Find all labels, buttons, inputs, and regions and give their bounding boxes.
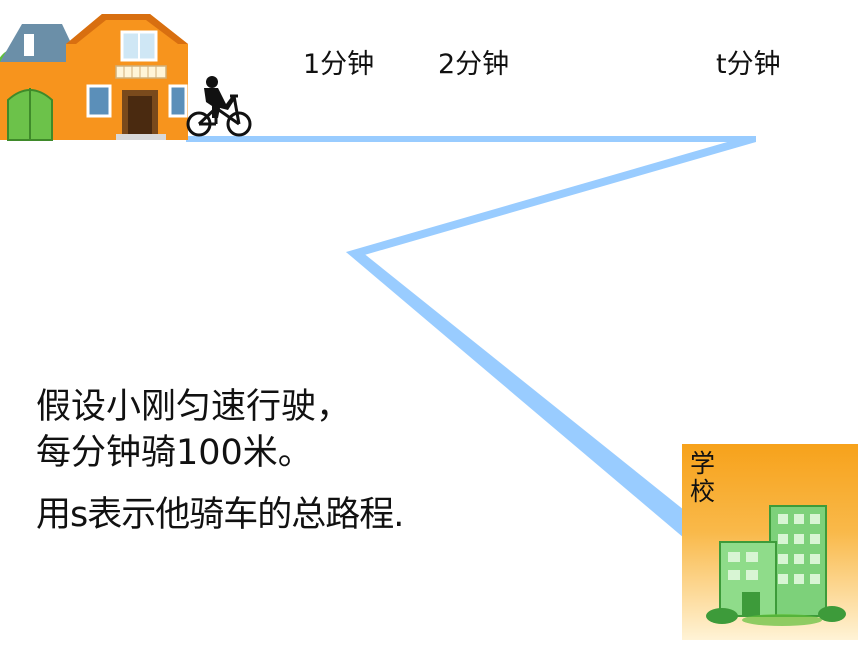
- time-label-t-min: t分钟: [716, 49, 781, 80]
- school-label-line2: 校: [690, 477, 716, 506]
- cyclist-icon: [186, 76, 252, 137]
- road-top-segment: [186, 136, 756, 142]
- road-diagonal-lower: [346, 252, 684, 538]
- school-label: 学 校: [690, 450, 715, 506]
- problem-text-line2: 每分钟骑100米。: [36, 433, 313, 473]
- school-illustration: [682, 444, 858, 640]
- problem-text-line1: 假设小刚匀速行驶，: [36, 387, 352, 427]
- time-label-1min: 1分钟: [303, 49, 375, 80]
- time-label-2min: 2分钟: [438, 49, 510, 80]
- school-label-line1: 学: [690, 449, 716, 478]
- problem-text-line3: 用s表示他骑车的总路程.: [36, 495, 404, 535]
- house-illustration: [0, 14, 188, 141]
- road-diagonal-upper: [346, 136, 756, 258]
